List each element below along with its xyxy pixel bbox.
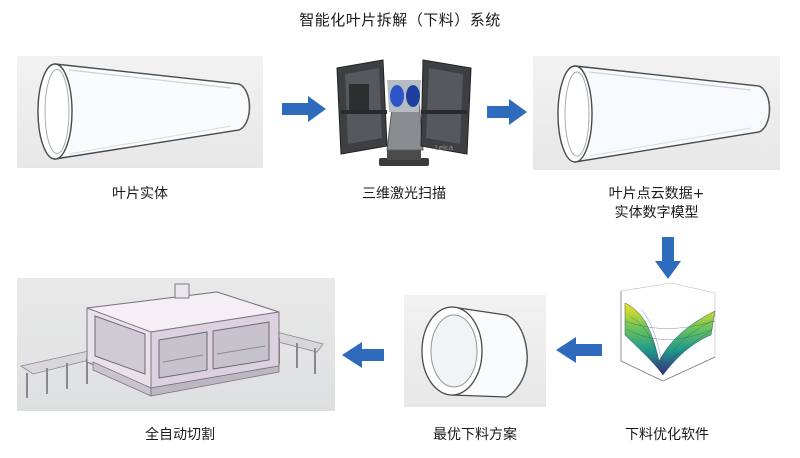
arrow-left-2	[342, 342, 384, 368]
cutting-machine-illustration	[19, 283, 324, 398]
surface-plot-illustration	[620, 282, 716, 382]
point-cloud-label-line1: 叶片点云数据+	[608, 186, 705, 202]
scanner-brand-label: Leica	[435, 144, 453, 152]
ring-illustration	[421, 306, 528, 398]
arrow-right-1	[282, 96, 326, 122]
step-software-label: 下料优化软件	[625, 427, 709, 443]
step-plan-label: 最优下料方案	[433, 427, 517, 443]
step-blade-solid-label: 叶片实体	[112, 186, 168, 202]
blade-solid-panel	[17, 56, 263, 168]
tube-model-illustration	[557, 65, 771, 163]
diagram-title: 智能化叶片拆解（下料）系统	[299, 11, 501, 29]
tapered-tube-illustration	[37, 63, 251, 160]
step-laser-scan-label: 三维激光扫描	[362, 186, 446, 202]
laser-scanner-illustration: Leica	[336, 59, 472, 166]
software-panel	[611, 281, 723, 389]
point-cloud-label-line2: 实体数字模型	[614, 205, 699, 221]
laser-scanner-panel: Leica	[331, 50, 477, 168]
point-cloud-panel	[533, 56, 780, 170]
step-point-cloud-label: 叶片点云数据+ 实体数字模型	[533, 185, 780, 223]
step-cutting-label: 全自动切割	[145, 427, 215, 443]
cutting-machine-panel	[17, 278, 335, 411]
plan-panel	[404, 295, 546, 407]
arrow-left-1	[556, 337, 602, 363]
arrow-right-2	[487, 99, 527, 125]
arrow-down	[655, 237, 681, 279]
